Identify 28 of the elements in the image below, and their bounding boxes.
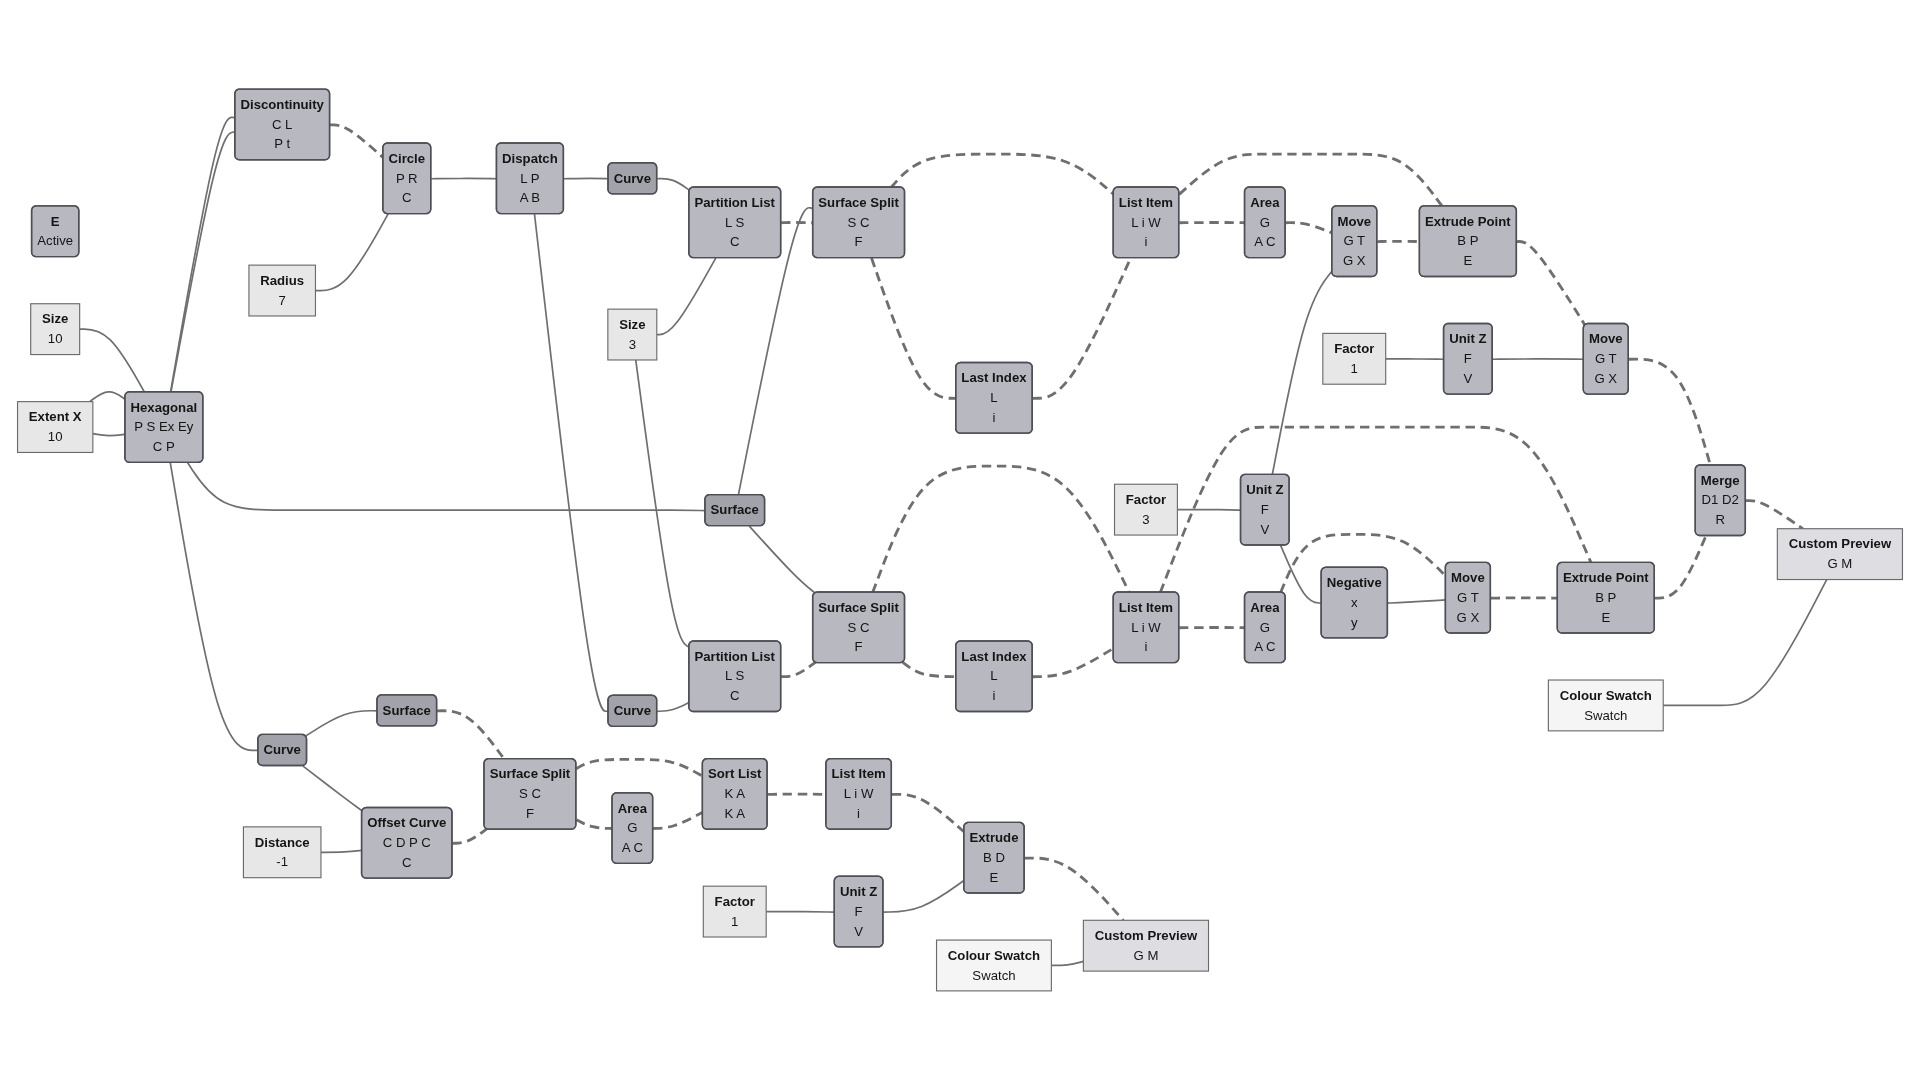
node-box: Distance -1 bbox=[242, 826, 322, 879]
node-box: Custom Preview G M bbox=[1776, 528, 1904, 581]
connector bbox=[1654, 535, 1708, 600]
connector bbox=[781, 221, 814, 225]
node-box: Factor 1 bbox=[702, 885, 767, 938]
connector bbox=[575, 818, 613, 830]
node-box: Colour Swatch Swatch bbox=[1547, 679, 1664, 732]
connector bbox=[1745, 499, 1804, 530]
node-box: Factor 1 bbox=[1322, 332, 1387, 385]
node-box: Size 10 bbox=[30, 303, 81, 356]
connector bbox=[737, 206, 814, 496]
connector bbox=[748, 525, 817, 595]
node-box: Custom Preview G M bbox=[1082, 919, 1210, 972]
node-box: Factor 3 bbox=[1113, 483, 1178, 536]
connector bbox=[437, 709, 506, 760]
node-box: Colour Swatch Swatch bbox=[935, 939, 1052, 992]
connector bbox=[1516, 240, 1587, 327]
node-box: Size 3 bbox=[607, 308, 658, 361]
connector bbox=[656, 177, 691, 192]
connector bbox=[452, 827, 488, 845]
connector bbox=[1490, 596, 1558, 600]
node-box: Radius 7 bbox=[248, 264, 317, 317]
connector bbox=[871, 464, 1131, 594]
connector bbox=[1024, 856, 1125, 922]
connector bbox=[1377, 239, 1420, 243]
node-box: Extent X 10 bbox=[16, 401, 94, 454]
connector bbox=[1158, 425, 1593, 593]
connector bbox=[781, 661, 817, 679]
